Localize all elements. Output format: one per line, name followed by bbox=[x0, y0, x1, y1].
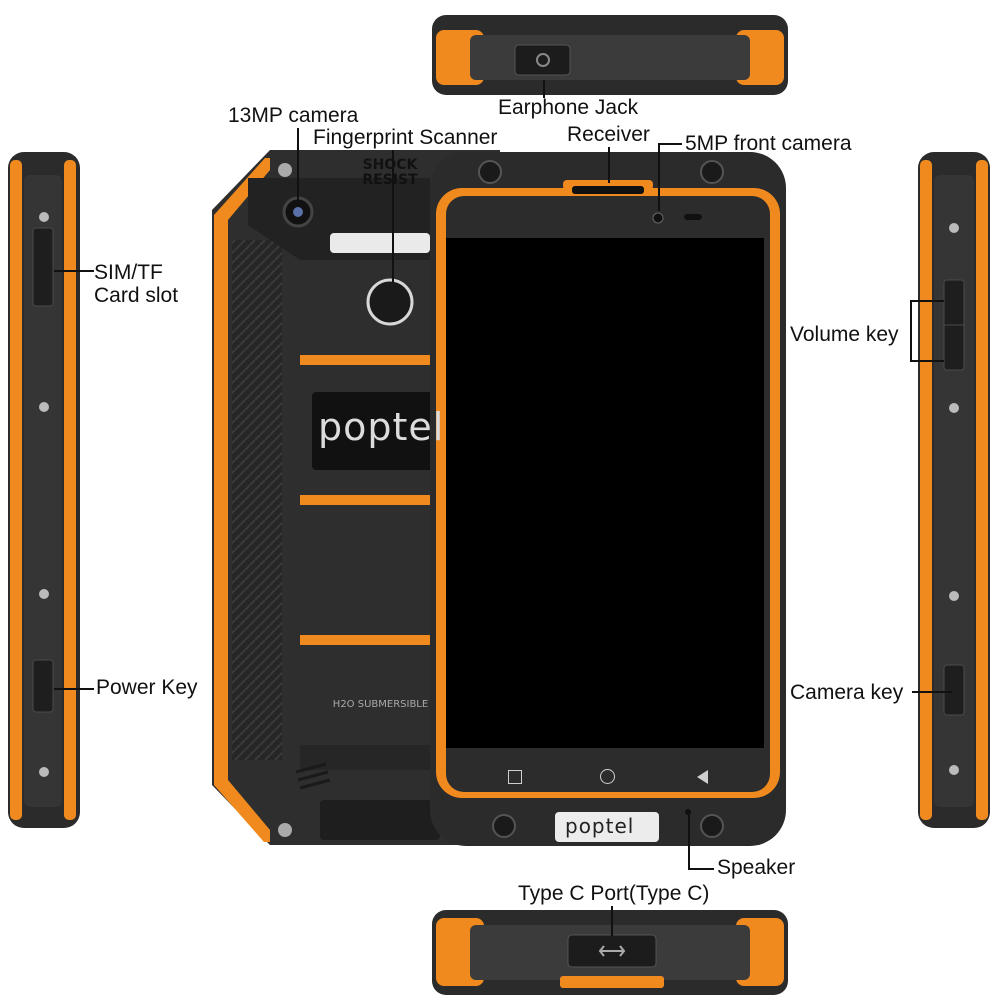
shock-resist-stamp: SHOCK RESIST bbox=[362, 157, 418, 188]
leader-13mp-camera bbox=[297, 128, 299, 200]
leader-receiver bbox=[608, 147, 610, 183]
leader-sim-slot bbox=[54, 270, 94, 272]
label-power-key: Power Key bbox=[96, 676, 198, 699]
leader-type-c-port bbox=[611, 906, 613, 936]
label-13mp-camera: 13MP camera bbox=[228, 104, 359, 127]
left-side-view bbox=[8, 152, 80, 828]
leader-fingerprint bbox=[392, 150, 394, 282]
leader-front-camera bbox=[658, 143, 660, 211]
label-camera-key: Camera key bbox=[790, 681, 904, 704]
leader-earphone-jack bbox=[543, 80, 545, 98]
back-icon[interactable] bbox=[697, 770, 708, 784]
bottom-edge-view bbox=[432, 910, 788, 995]
leader-front-camera-h bbox=[658, 143, 682, 145]
leader-volume-key-top bbox=[910, 300, 944, 302]
recent-apps-icon[interactable] bbox=[508, 770, 522, 784]
submersible-text: H2O SUBMERSIBLE bbox=[332, 699, 429, 710]
leader-camera-key bbox=[912, 691, 952, 693]
label-earphone-jack: Earphone Jack bbox=[498, 96, 639, 119]
label-sim-tf-card-slot: SIM/TF Card slot bbox=[94, 261, 179, 307]
label-type-c-port: Type C Port(Type C) bbox=[518, 882, 710, 905]
label-5mp-front-camera: 5MP front camera bbox=[685, 132, 852, 155]
leader-speaker-h bbox=[688, 868, 714, 870]
leader-power-key bbox=[54, 688, 94, 690]
label-speaker: Speaker bbox=[717, 856, 796, 879]
back-view bbox=[212, 150, 500, 845]
label-fingerprint-scanner: Fingerprint Scanner bbox=[313, 126, 498, 149]
leader-speaker bbox=[688, 814, 690, 868]
front-view bbox=[430, 152, 786, 846]
label-receiver: Receiver bbox=[567, 123, 650, 146]
top-edge-view bbox=[432, 15, 788, 95]
back-logo: poptel bbox=[318, 405, 445, 449]
label-volume-key: Volume key bbox=[790, 323, 899, 346]
front-logo: poptel bbox=[565, 814, 635, 838]
home-icon[interactable] bbox=[600, 769, 615, 784]
leader-volume-key-bottom bbox=[910, 360, 944, 362]
leader-volume-key bbox=[910, 300, 912, 362]
right-side-view bbox=[918, 152, 990, 828]
